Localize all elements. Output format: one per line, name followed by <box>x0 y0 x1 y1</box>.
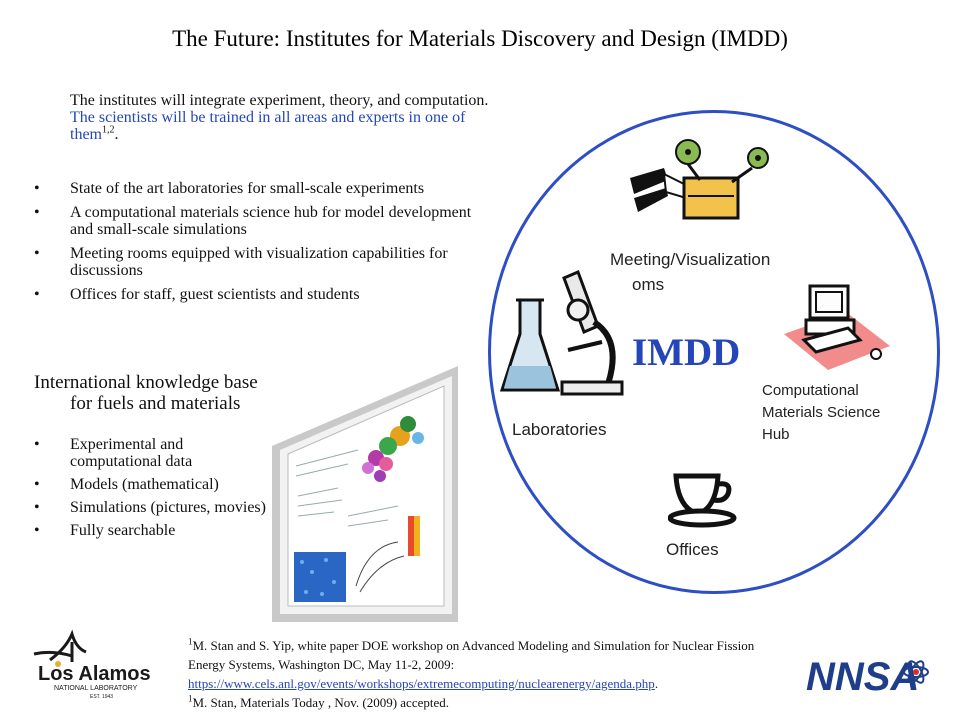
coffee-cup-icon <box>668 473 737 528</box>
footnote-superscript: 1 <box>188 693 193 704</box>
intro-end: . <box>114 126 119 143</box>
imdd-center-label: IMDD <box>632 331 741 374</box>
imdd-diagram-circle <box>488 110 940 594</box>
footnote-text: M. Stan, Materials Today , Nov. (2009) a… <box>192 695 450 710</box>
footnote-text: M. Stan and S. Yip, white paper DOE work… <box>188 638 755 672</box>
nnsa-logo: NNSA <box>806 655 929 698</box>
knowledge-base-heading-line2: for fuels and materials <box>70 393 241 414</box>
footnote-superscript: 1 <box>188 636 193 647</box>
list-item: Models (mathematical) <box>34 476 274 493</box>
footnote-ref-1: 1M. Stan and S. Yip, white paper DOE wor… <box>188 636 788 693</box>
meeting-rooms-label-fragment: oms <box>632 275 665 294</box>
list-item: Experimental and computational data <box>34 436 274 470</box>
projector-icon <box>630 139 769 220</box>
footnote-ref-2: 1M. Stan, Materials Today , Nov. (2009) … <box>188 693 788 712</box>
logo-text: Los Alamos <box>38 663 151 685</box>
laboratory-icon <box>499 270 624 396</box>
nnsa-text: NNSA <box>806 655 919 698</box>
computational-hub-label-line: Computational <box>762 382 859 399</box>
intro-text: The institutes will integrate experiment… <box>70 92 489 109</box>
main-bullet-list: State of the art laboratories for small-… <box>34 180 494 310</box>
logo-est: EST. 1943 <box>90 694 113 700</box>
list-item: A computational materials science hub fo… <box>34 204 494 238</box>
offices-label: Offices <box>666 540 719 559</box>
intro-paragraph: The institutes will integrate experiment… <box>70 92 490 143</box>
list-item: Meeting rooms equipped with visualizatio… <box>34 245 494 279</box>
slide-title: The Future: Institutes for Materials Dis… <box>172 26 788 51</box>
logo-subtext: NATIONAL LABORATORY <box>54 685 138 692</box>
list-item: State of the art laboratories for small-… <box>34 180 494 197</box>
knowledge-base-heading: International knowledge base for fuels a… <box>34 372 354 414</box>
computational-hub-label-line: Hub <box>762 426 790 443</box>
list-item: Fully searchable <box>34 522 274 539</box>
knowledge-base-heading-line1: International knowledge base <box>34 372 258 393</box>
footnote-link[interactable]: https://www.cels.anl.gov/events/workshop… <box>188 676 655 691</box>
los-alamos-logo: Los Alamos NATIONAL LABORATORY EST. 1943 <box>33 629 151 700</box>
list-item: Simulations (pictures, movies) <box>34 499 274 516</box>
footnote: 1M. Stan and S. Yip, white paper DOE wor… <box>188 636 788 712</box>
list-item: Offices for staff, guest scientists and … <box>34 286 494 303</box>
computational-hub-label-line: Materials Science <box>762 404 881 421</box>
knowledge-base-poster-image <box>272 366 458 622</box>
intro-superscript: 1,2 <box>102 124 115 136</box>
intro-highlight-text: The scientists will be trained in all ar… <box>70 109 466 143</box>
meeting-visualization-label: Meeting/Visualization <box>610 250 771 269</box>
knowledge-base-bullet-list: Experimental and computational data Mode… <box>34 436 274 545</box>
computer-icon <box>784 284 890 370</box>
laboratories-label: Laboratories <box>512 420 607 439</box>
footnote-end: . <box>654 676 659 691</box>
computational-hub-label: Computational Materials Science Hub <box>762 380 880 446</box>
